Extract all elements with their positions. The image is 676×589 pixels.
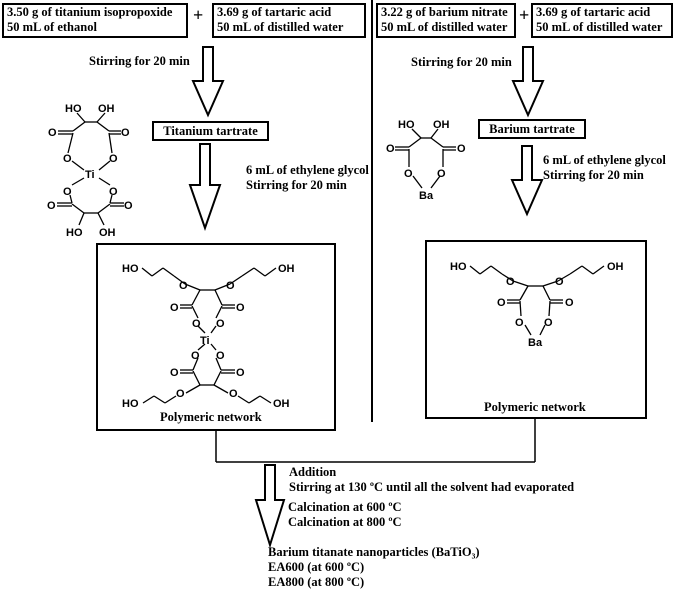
atom-label: O (63, 186, 72, 198)
atom-label: O (124, 200, 133, 212)
box-line: 50 mL of distilled water (536, 20, 663, 34)
step-line: Stirring for 20 min (543, 168, 644, 182)
box-line: 50 mL of distilled water (381, 20, 508, 34)
plus-sign: + (519, 5, 530, 25)
atom-label: O (555, 276, 564, 288)
atom-label: O (48, 127, 57, 139)
left-network-structure (141, 267, 277, 404)
atom-label: Ba (419, 190, 434, 202)
right-network-box (425, 240, 647, 419)
box-line: 3.50 g of titanium isopropoxide (7, 5, 173, 19)
atom-label: HO (122, 398, 139, 410)
atom-label: HO (450, 261, 467, 273)
atom-label: O (515, 317, 524, 329)
atom-label: O (226, 280, 235, 292)
atom-label: O (109, 153, 118, 165)
atom-label: O (192, 318, 201, 330)
atom-label: HO (66, 227, 83, 239)
atom-label: O (437, 168, 446, 180)
right-network-label: Polymeric network (484, 400, 586, 414)
atom-label: O (236, 302, 245, 314)
left-glycol-step: 6 mL of ethylene glycol Stirring for 20 … (246, 163, 369, 193)
atom-label: OH (98, 103, 115, 115)
atom-label: O (216, 318, 225, 330)
right-stirring-label: Stirring for 20 min (411, 55, 512, 69)
left-precursor-2-box: 3.69 g of tartaric acid 50 mL of distill… (212, 3, 366, 38)
left-network-label: Polymeric network (160, 410, 262, 424)
product-line: EA600 (at 600 ºC) (268, 560, 365, 574)
left-precursor-1-box: 3.50 g of titanium isopropoxide 50 mL of… (2, 3, 188, 38)
atom-label: O (457, 143, 466, 155)
bottom-arrow (254, 464, 286, 549)
atom-label: O (121, 127, 130, 139)
step-line: Stirring for 20 min (246, 178, 347, 192)
barium-tartrate-structure (395, 128, 456, 189)
atom-label: OH (99, 227, 116, 239)
atom-label: O (506, 276, 515, 288)
atom-label: O (565, 297, 574, 309)
atom-label: O (386, 143, 395, 155)
step-line: Addition (289, 465, 337, 479)
box-line: 50 mL of ethanol (7, 20, 97, 34)
plus-sign: + (193, 5, 204, 25)
atom-label: OH (278, 263, 295, 275)
atom-label: O (109, 186, 118, 198)
atom-label: O (170, 367, 179, 379)
atom-label: O (176, 388, 185, 400)
addition-step: Addition Stirring at 130 ºC until all th… (289, 465, 574, 495)
atom-label: HO (122, 263, 139, 275)
titanium-tartrate-structure (57, 112, 124, 226)
atom-label: O (229, 388, 238, 400)
step-line: Calcination at 800 ºC (288, 515, 402, 529)
atom-label: HO (65, 103, 82, 115)
right-glycol-step: 6 mL of ethylene glycol Stirring for 20 … (543, 153, 666, 183)
right-network-structure (469, 265, 605, 336)
right-arrow-2 (510, 145, 544, 217)
atom-label: O (497, 297, 506, 309)
barium-tartrate-box: Barium tartrate (478, 119, 586, 139)
product-line: Barium titanate nanoparticles (BaTiO₃) (268, 545, 480, 559)
left-arrow-2 (188, 143, 222, 232)
step-line: Stirring at 130 ºC until all the solvent… (289, 480, 575, 494)
left-network-box (96, 243, 336, 431)
box-line: 50 mL of distilled water (217, 20, 344, 34)
right-arrow-1 (511, 46, 545, 118)
atom-label: Ti (200, 335, 210, 347)
atom-label: Ba (528, 337, 543, 349)
atom-label: OH (433, 119, 450, 131)
atom-label: O (191, 350, 200, 362)
step-line: 6 mL of ethylene glycol (543, 153, 666, 167)
box-line: 3.69 g of tartaric acid (536, 5, 651, 19)
atom-label: O (63, 153, 72, 165)
step-line: 6 mL of ethylene glycol (246, 163, 369, 177)
atom-label: O (216, 350, 225, 362)
atom-label: O (170, 302, 179, 314)
atom-label: OH (273, 398, 290, 410)
left-arrow-1 (191, 46, 225, 118)
box-line: 3.22 g of barium nitrate (381, 5, 508, 19)
box-line: 3.69 g of tartaric acid (217, 5, 332, 19)
atom-label: HO (398, 119, 415, 131)
atom-label: O (544, 317, 553, 329)
step-line: Calcination at 600 ºC (288, 500, 402, 514)
atom-label: OH (607, 261, 624, 273)
right-precursor-2-box: 3.69 g of tartaric acid 50 mL of distill… (531, 3, 673, 38)
product-line: EA800 (at 800 ºC) (268, 575, 365, 589)
atom-label: O (236, 367, 245, 379)
calcination-step: Calcination at 600 ºC Calcination at 800… (288, 500, 402, 530)
right-precursor-1-box: 3.22 g of barium nitrate 50 mL of distil… (376, 3, 516, 38)
titanium-tartrate-box: Titanium tartrate (152, 121, 269, 141)
atom-label: O (47, 200, 56, 212)
atom-label: O (404, 168, 413, 180)
atom-label: O (179, 280, 188, 292)
atom-label: Ti (85, 169, 95, 181)
left-stirring-label: Stirring for 20 min (89, 54, 190, 68)
product-label: Barium titanate nanoparticles (BaTiO₃) E… (268, 545, 480, 589)
